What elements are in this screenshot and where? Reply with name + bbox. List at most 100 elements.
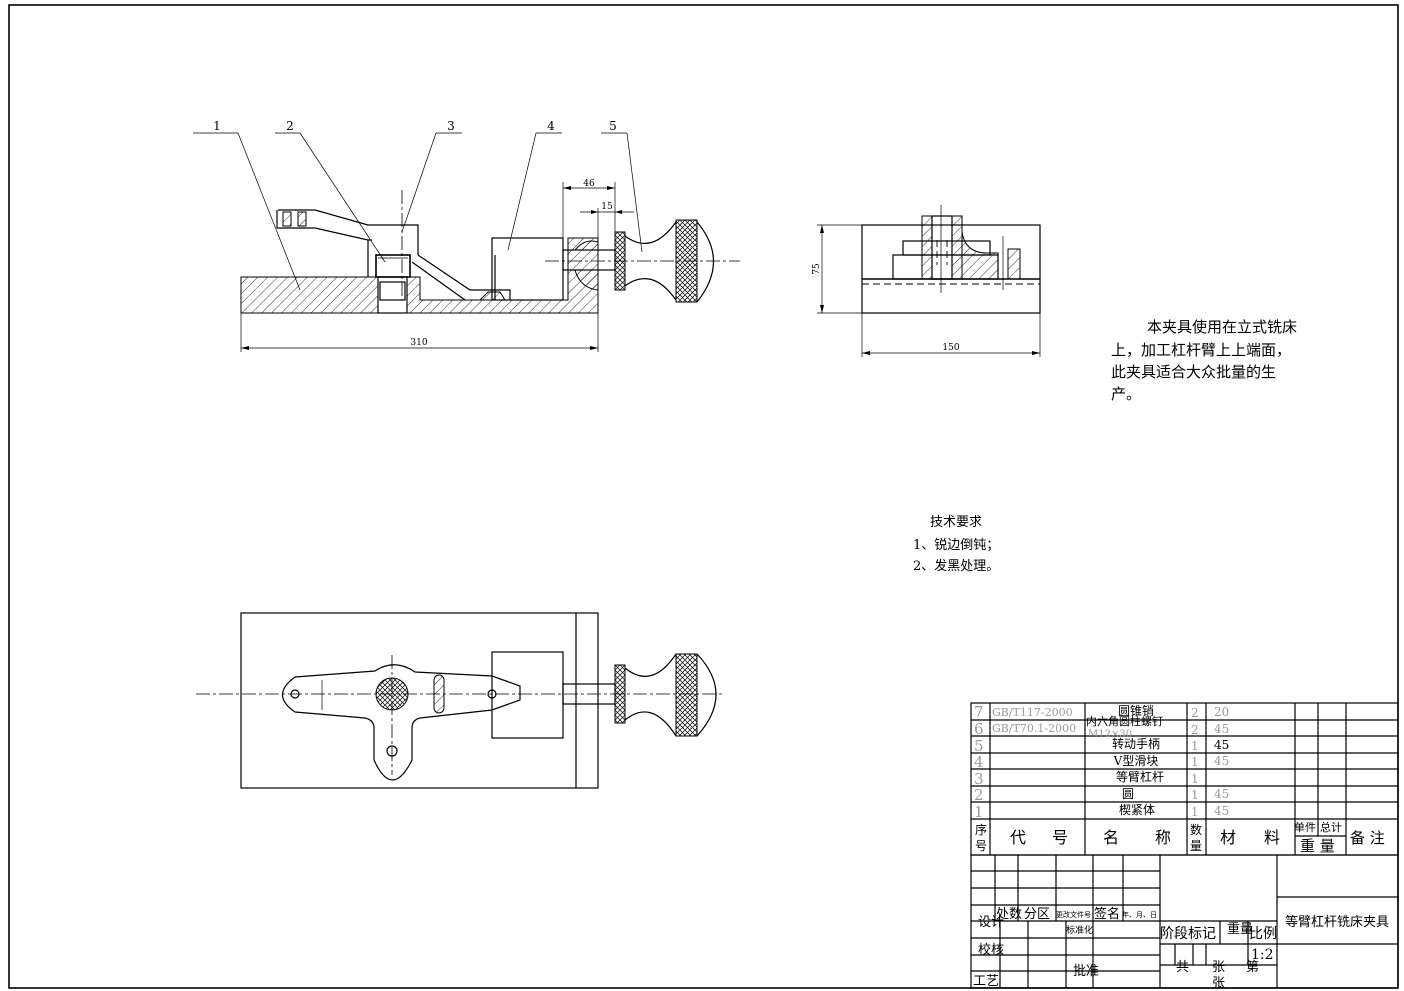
- label: 1: [1191, 805, 1199, 819]
- label: 签名: [1094, 906, 1120, 922]
- balloon-leaders: 1 2 3 4 5: [193, 119, 643, 291]
- label: V型滑块: [1113, 754, 1159, 768]
- dimension-75: 75: [812, 224, 862, 314]
- label: 1: [1191, 788, 1199, 802]
- bom-rows: 7 GB/T117-2000 圆锥销 2 20 6 GB/T70.1-2000 …: [974, 703, 1385, 855]
- label: 4: [974, 753, 984, 771]
- title-block: 处数 分区 更改文件号 签名 年、月、日 设计 校核 工艺 标准化 批准 阶段标…: [970, 854, 1399, 991]
- label: 料: [1264, 828, 1280, 847]
- label: 量: [1190, 839, 1202, 853]
- label: 上，加工杠杆臂上上端面，: [1111, 341, 1291, 359]
- part-4-slider: [491, 237, 564, 301]
- screw-thread: [379, 281, 406, 301]
- label: 备 注: [1350, 829, 1385, 847]
- label: 序: [975, 822, 987, 837]
- part-2-nut: [375, 254, 411, 278]
- label: 150: [942, 343, 959, 353]
- label: 1: [974, 803, 984, 821]
- lever-hole-section: [282, 211, 292, 227]
- label: 张: [1212, 960, 1225, 975]
- part-5-handle: [624, 221, 715, 303]
- label: 45: [1214, 722, 1229, 736]
- label: 校核: [978, 942, 1004, 958]
- drawing-frame: [8, 4, 1399, 989]
- dimension-15: 15: [580, 202, 634, 250]
- label: 更改文件号: [1056, 910, 1091, 919]
- base-body-right: [406, 237, 599, 314]
- label: GB/T70.1-2000: [992, 722, 1076, 735]
- label: 2: [1191, 723, 1199, 737]
- label: 75: [812, 263, 822, 275]
- bill-of-materials: [970, 702, 1399, 856]
- dimension-46: 46: [562, 179, 616, 238]
- label: 5: [974, 737, 984, 755]
- label: 1:2: [1251, 947, 1274, 963]
- base-body: [240, 276, 379, 314]
- label: 楔紧体: [1119, 803, 1155, 817]
- label: 阶段标记: [1160, 926, 1216, 942]
- label: 1: [1191, 739, 1199, 753]
- label: 2: [1191, 706, 1199, 720]
- dimension-150: 150: [861, 313, 1041, 357]
- label: 1: [1191, 772, 1199, 786]
- label: 圆: [1122, 787, 1134, 801]
- technical-requirements: 技术要求 1、锐边倒钝； 2、发黑处理。: [913, 515, 999, 574]
- label: 称: [1155, 828, 1171, 847]
- label: 此夹具适合大众批量的生: [1111, 363, 1276, 381]
- label: 45: [1214, 738, 1229, 752]
- label: 2: [286, 119, 294, 133]
- label: GB/T117-2000: [992, 706, 1073, 719]
- label: 号: [975, 839, 987, 853]
- label: 15: [601, 202, 613, 212]
- label: 共: [1176, 960, 1189, 975]
- label: M12×30: [1088, 729, 1132, 740]
- label: 设计: [978, 915, 1004, 930]
- label: 重量: [1227, 921, 1253, 937]
- label: 数: [1190, 822, 1202, 837]
- label: 批准: [1073, 964, 1099, 979]
- lever-arm: [411, 254, 511, 301]
- label: 转动手柄: [1112, 736, 1160, 751]
- label: 技术要求: [930, 515, 982, 530]
- label: 20: [1214, 705, 1229, 719]
- label: 处数: [996, 907, 1022, 922]
- label: 材: [1220, 828, 1236, 847]
- label: 5: [609, 119, 617, 133]
- label: 1、锐边倒钝；: [913, 538, 999, 553]
- side-view: 75 150: [812, 205, 1041, 357]
- label: 1: [213, 119, 221, 133]
- label: 张: [1212, 976, 1225, 991]
- label: 号: [1052, 828, 1068, 847]
- label: 分区: [1024, 907, 1050, 922]
- label: 比例: [1249, 926, 1277, 942]
- label: 年、月、日: [1122, 910, 1157, 919]
- side-body: [861, 224, 1041, 314]
- label: 工艺: [973, 974, 999, 989]
- description-note: 本夹具使用在立式铣床 上，加工杠杆臂上上端面， 此夹具适合大众批量的生 产。: [1111, 318, 1297, 403]
- label: 1: [1191, 755, 1199, 769]
- bom-row: 6 GB/T70.1-2000 内六角圆柱螺钉 M12×30 2 45: [974, 714, 1229, 740]
- label: 名: [1103, 828, 1119, 847]
- label: 7: [974, 703, 984, 721]
- bom-row: 3 等臂杠杆 1: [974, 769, 1199, 788]
- label: 内六角圆柱螺钉: [1086, 714, 1163, 728]
- lever-hole-section: [297, 211, 307, 227]
- label: 产。: [1111, 385, 1141, 403]
- label: 45: [1214, 804, 1229, 818]
- label: 第: [1246, 960, 1259, 975]
- label: 单件: [1294, 821, 1316, 834]
- label: 圆锥销: [1118, 704, 1154, 718]
- label: 重 量: [1300, 837, 1335, 855]
- label: 46: [583, 179, 595, 189]
- dimension-310: 310: [240, 313, 599, 352]
- label: 本夹具使用在立式铣床: [1147, 318, 1297, 336]
- drawing-title: 等臂杠杆铣床夹具: [1285, 914, 1389, 930]
- label: 总计: [1320, 820, 1342, 834]
- top-body: [240, 612, 599, 789]
- bom-header: 序 号 代 号 名 称 数 量 材 料 单件 总计 重 量 备 注: [975, 820, 1385, 855]
- label: 3: [974, 770, 984, 788]
- label: 2、发黑处理。: [913, 558, 999, 574]
- bom-row: 1 楔紧体 1 45: [974, 803, 1229, 821]
- label: 6: [974, 720, 984, 738]
- label: 45: [1214, 754, 1229, 768]
